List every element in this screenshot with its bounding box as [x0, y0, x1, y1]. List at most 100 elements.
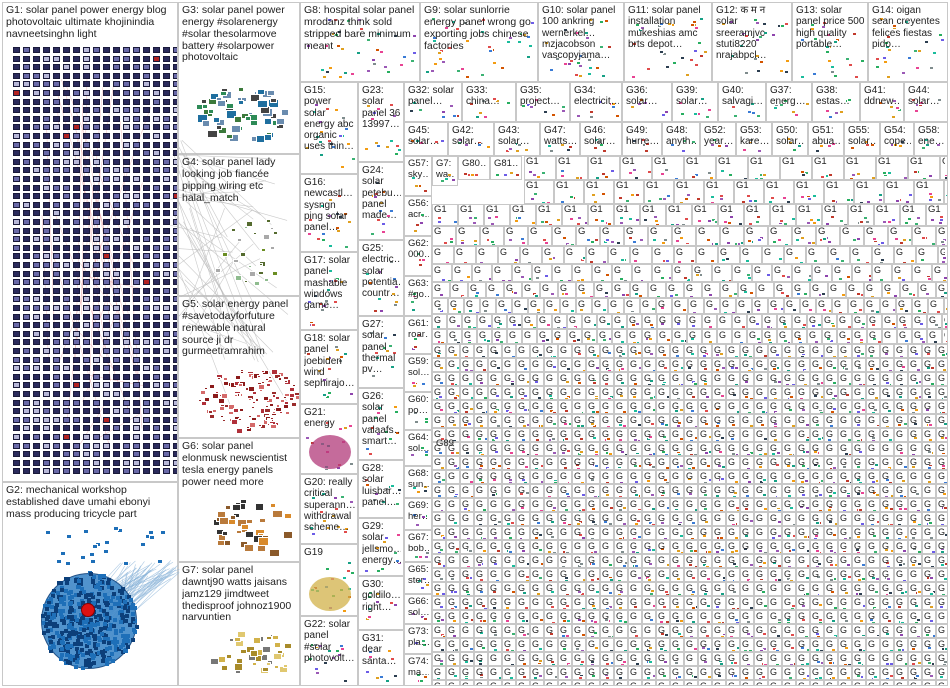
- vertex-node: [133, 434, 140, 440]
- vertex-node: [113, 373, 120, 380]
- vertex-node: [48, 628, 53, 633]
- small-group-label: G: [554, 315, 562, 325]
- vertex-node: [33, 244, 40, 251]
- small-group-box: G: [810, 344, 824, 358]
- vertex-node: [825, 50, 831, 55]
- vertex-node: [102, 574, 106, 579]
- vertex-node: [13, 90, 20, 96]
- vertex-node: [276, 404, 281, 408]
- small-group-box: G: [492, 329, 507, 344]
- vertex-node: [63, 442, 70, 449]
- vertex-node: [235, 275, 243, 281]
- small-group-box: G: [922, 414, 936, 428]
- vertex-node: [143, 90, 150, 96]
- small-group-box: G: [932, 264, 948, 282]
- vertex-node: [465, 275, 471, 280]
- vertex-node: [83, 244, 90, 251]
- vertex-node: [530, 196, 536, 201]
- vertex-node: [103, 72, 110, 79]
- vertex-node: [645, 67, 651, 72]
- small-group-box: G: [740, 358, 754, 372]
- vertex-node: [128, 598, 133, 603]
- vertex-node: [209, 93, 219, 101]
- small-group-box: G: [736, 298, 752, 314]
- small-group-box: G: [866, 386, 880, 400]
- vertex-node: [415, 223, 421, 228]
- vertex-node: [93, 115, 100, 122]
- vertex-node: [313, 666, 319, 671]
- vertex-node: [914, 66, 920, 71]
- small-group-label: G: [644, 315, 652, 325]
- small-group-label: G: [532, 373, 540, 383]
- small-group-label: G: [490, 373, 498, 383]
- small-group-label: G: [834, 299, 842, 309]
- vertex-node: [547, 256, 553, 261]
- group-box-g3: G3: solar panel power energy #solarenerg…: [178, 2, 300, 154]
- vertex-node: [33, 373, 40, 380]
- vertex-node: [33, 184, 40, 191]
- small-group-box: G: [768, 298, 784, 314]
- vertex-node: [258, 537, 270, 546]
- vertex-node: [44, 612, 49, 617]
- small-group-label: G: [672, 401, 680, 411]
- vertex-node: [143, 425, 150, 432]
- small-group-box: G: [768, 226, 792, 246]
- small-group-box: G: [880, 414, 894, 428]
- small-group-box: G: [670, 414, 684, 428]
- small-group-label: G: [784, 415, 792, 425]
- small-group-box: G1: [944, 180, 948, 204]
- group-box-g42: G42: solar…: [448, 122, 494, 156]
- vertex-node: [644, 149, 650, 153]
- vertex-node: [105, 581, 110, 586]
- small-group-label: G: [596, 283, 604, 293]
- small-group-box: G: [460, 400, 474, 414]
- small-group-box: G: [782, 442, 796, 456]
- small-group-box: G: [586, 344, 600, 358]
- vertex-node: [173, 107, 177, 114]
- vertex-node: [133, 107, 140, 114]
- small-group-label: G: [770, 429, 778, 439]
- vertex-node: [508, 237, 514, 242]
- small-group-label: G: [542, 283, 550, 293]
- vertex-node: [659, 49, 665, 54]
- vertex-node: [258, 383, 266, 390]
- small-group-label: G: [434, 227, 442, 237]
- small-group-box: G: [852, 264, 872, 282]
- small-group-box: G: [810, 282, 828, 298]
- vertex-node: [55, 624, 60, 629]
- vertex-node: [73, 47, 80, 53]
- vertex-node: [566, 61, 572, 66]
- vertex-node: [13, 262, 20, 268]
- vertex-node: [698, 54, 704, 59]
- vertex-node: [153, 98, 160, 105]
- vertex-node: [223, 376, 229, 381]
- vertex-node: [113, 416, 120, 423]
- vertex-node: [43, 399, 50, 406]
- vertex-node: [93, 356, 100, 363]
- vertex-node: [633, 259, 639, 263]
- vertex-node: [93, 270, 100, 277]
- vertex-node: [13, 98, 20, 105]
- vertex-node: [401, 55, 407, 60]
- small-group-box: G: [866, 428, 880, 442]
- vertex-node: [103, 270, 110, 277]
- vertex-node: [895, 198, 901, 203]
- small-group-box: G1: [640, 204, 666, 226]
- vertex-node: [43, 330, 50, 337]
- small-group-box: G: [824, 344, 838, 358]
- small-group-box: G: [540, 282, 558, 298]
- vertex-node: [83, 115, 90, 122]
- small-group-label: G: [854, 265, 862, 275]
- small-group-box: G: [800, 298, 816, 314]
- vertex-node: [43, 72, 50, 79]
- vertex-node: [91, 661, 96, 666]
- small-group-label: G: [654, 247, 662, 257]
- vertex-node: [83, 270, 90, 277]
- vertex-node: [65, 580, 70, 585]
- group-label-g47: G47: watts…: [544, 125, 577, 148]
- vertex-node: [369, 231, 375, 236]
- group-box-g51: G51: abua…: [808, 122, 844, 156]
- vertex-node: [321, 393, 327, 398]
- small-group-box: G: [796, 428, 810, 442]
- vertex-node: [103, 399, 110, 406]
